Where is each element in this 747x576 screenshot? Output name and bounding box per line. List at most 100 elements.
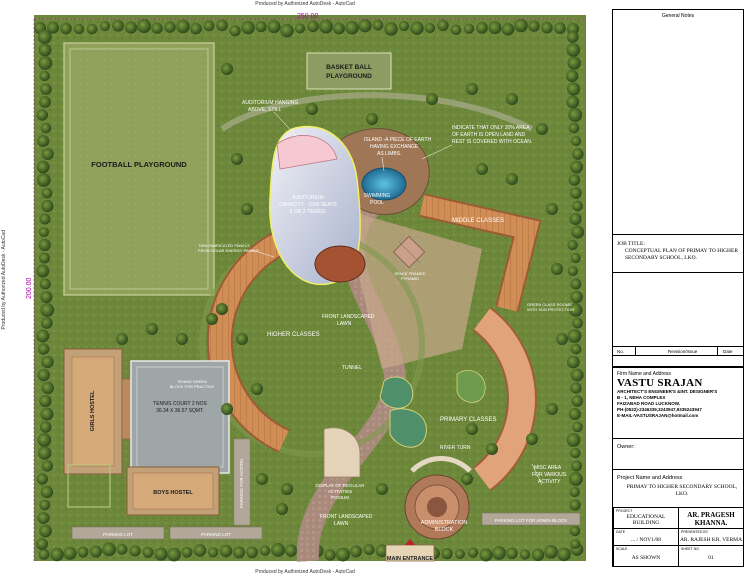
- tree-icon: [39, 70, 50, 82]
- tree-icon: [506, 547, 518, 560]
- tree-icon: [306, 103, 318, 115]
- tree-icon: [38, 43, 52, 57]
- tree-icon: [181, 546, 193, 558]
- hostel-courtyard: [67, 464, 111, 508]
- tree-icon: [572, 421, 583, 433]
- cell-architect: AR. PRAGESH KHANNA.: [678, 507, 744, 529]
- tree-icon: [566, 31, 579, 43]
- tree-icon: [551, 263, 563, 275]
- tree-icon: [398, 20, 410, 32]
- tree-icon: [38, 238, 51, 252]
- girls-hostel-label: GIRLS HOSTEL: [90, 390, 96, 431]
- cell-sheet: SHEET NO. 01: [678, 545, 744, 567]
- pond-upper: [379, 376, 414, 409]
- parking-lot-admin: [481, 512, 581, 526]
- tree-icon: [40, 485, 54, 499]
- tree-icon: [557, 547, 571, 562]
- tree-icon: [41, 147, 54, 161]
- cell-architect-value: AR. PRAGESH KHANNA.: [687, 511, 735, 527]
- tree-icon: [116, 543, 128, 555]
- cell-date: DATE ... / NOV1/08: [613, 528, 679, 546]
- auditorium-stage: [276, 135, 338, 170]
- space-frame-label-2: PYRAMID: [401, 276, 419, 281]
- tree-icon: [146, 323, 158, 335]
- tree-icon: [60, 22, 72, 35]
- auditorium-note-1: AUDITORIUM HANGING: [242, 100, 298, 106]
- firm-divider-top: [613, 366, 743, 368]
- revision-row: No. Revision/Issue Date: [613, 346, 743, 356]
- misc-label-1: MISC AREA: [534, 465, 562, 471]
- tree-icon: [570, 290, 583, 304]
- paved-plaza: [342, 209, 482, 369]
- auditorium-note-2: ABOVE, STILL: [248, 107, 282, 113]
- revision-date: Date: [723, 349, 733, 354]
- tree-icon: [476, 163, 488, 175]
- cell-scale-value: AS SHOWN: [631, 555, 661, 561]
- main-entrance-label: MAIN ENTRANCE: [387, 556, 433, 562]
- tree-icon: [556, 333, 568, 345]
- tree-icon: [221, 403, 233, 415]
- tree-icon: [531, 548, 545, 562]
- tree-icon: [567, 239, 578, 251]
- basketball-court: [306, 52, 392, 90]
- tree-icon: [570, 368, 584, 382]
- tree-icon: [39, 213, 51, 225]
- tree-icon: [207, 547, 219, 558]
- cell-scale: SCALE AS SHOWN: [613, 545, 679, 567]
- middle-classes-block: [419, 195, 540, 312]
- tree-icon: [466, 83, 478, 95]
- tree-icon: [241, 20, 255, 35]
- tree-icon: [463, 23, 475, 34]
- tree-icon: [40, 407, 54, 421]
- tree-icon: [570, 382, 582, 394]
- revision-divider-2: [717, 346, 718, 356]
- tree-icon: [568, 108, 583, 122]
- front-lawn-1a: FRONT LANDSCAPED: [322, 314, 375, 320]
- tree-icon: [572, 317, 583, 329]
- display-label-1: DISPLAY OF REGULAR: [315, 483, 365, 488]
- tree-icon: [124, 21, 138, 34]
- tree-icon: [566, 82, 581, 96]
- tree-icon: [112, 19, 124, 32]
- tree-icon: [454, 549, 466, 560]
- green-note-1: GREEN CLASS ROOMS: [527, 302, 572, 307]
- tree-icon: [39, 278, 51, 290]
- green-note-2: WITH SUN PROTECTION: [527, 307, 574, 312]
- tree-icon: [46, 21, 60, 34]
- tree-icon: [333, 22, 345, 35]
- tree-icon: [90, 545, 102, 558]
- tree-icon: [267, 20, 281, 34]
- tree-icon: [37, 433, 52, 447]
- tree-icon: [36, 329, 50, 343]
- tunnel-label: TUNNEL: [342, 365, 362, 371]
- tree-icon: [236, 333, 248, 345]
- tree-icon: [41, 199, 54, 213]
- tree-icon: [102, 542, 116, 557]
- tree-icon: [569, 486, 580, 498]
- tree-icon: [86, 23, 98, 35]
- administration-core: [427, 497, 447, 517]
- tree-icon: [40, 303, 55, 317]
- tree-icon: [568, 472, 583, 486]
- admin-label-1: ADMINISTRATION: [421, 520, 468, 526]
- autocad-note-bottom: Produced by Authorized AutoDesk - AutoCa…: [255, 569, 355, 575]
- annotation-texts: AUDITORIUM HANGING ABOVE, STILL ISLAND -…: [198, 100, 574, 527]
- tree-icon: [567, 329, 582, 343]
- leader-misc: [531, 463, 543, 486]
- river-turn-label: RIVER TURN: [440, 445, 471, 451]
- tree-icon: [568, 174, 581, 186]
- tree-icon: [501, 23, 515, 36]
- misc-label-3: ACTIVITY: [538, 479, 561, 485]
- tree-icon: [384, 22, 398, 36]
- tree-icon: [363, 544, 375, 556]
- tree-icon: [206, 313, 218, 325]
- tree-icon: [375, 544, 389, 558]
- solar-note-1: THIN FABRICATED PANELS: [198, 243, 250, 248]
- interior-trees: [116, 63, 568, 515]
- tree-icon: [526, 433, 538, 445]
- tree-icon: [216, 19, 228, 32]
- tree-icon: [376, 483, 388, 495]
- tree-icon: [41, 460, 54, 472]
- tree-icon: [324, 549, 336, 561]
